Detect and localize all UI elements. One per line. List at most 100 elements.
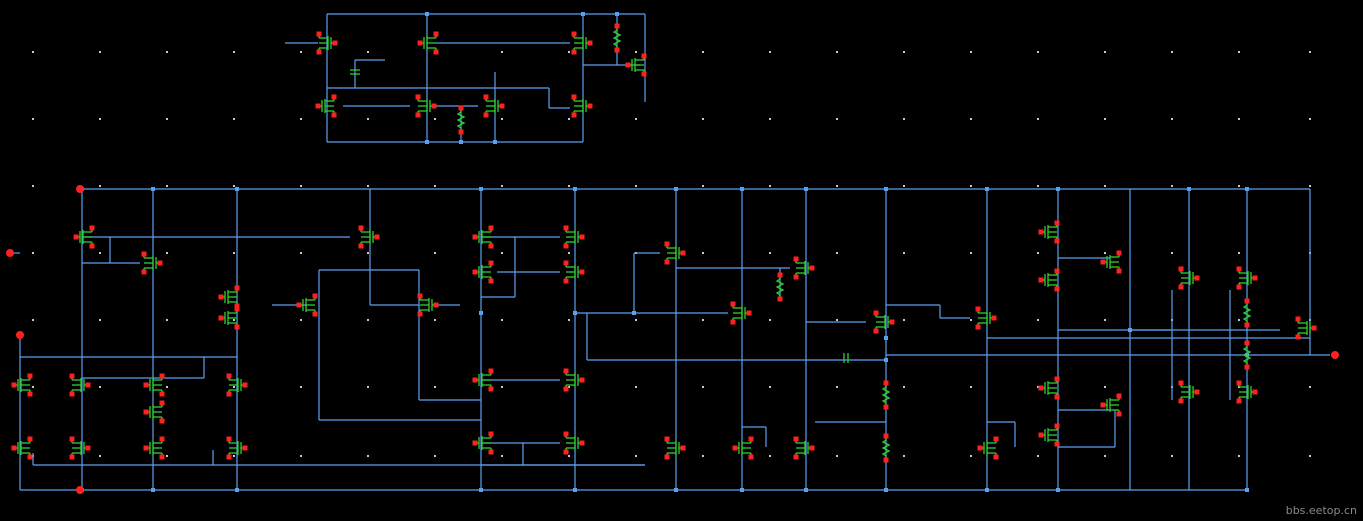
port-pin: [89, 225, 95, 231]
grid-dot: [1037, 455, 1039, 457]
port-pin: [579, 377, 585, 383]
junction-dot: [459, 140, 463, 144]
port-pin: [1194, 389, 1200, 395]
port-pin: [27, 436, 33, 442]
capacitor-symbol: [350, 69, 360, 75]
grid-dot: [1171, 252, 1173, 254]
port-pin: [993, 454, 999, 460]
grid-dot: [1309, 118, 1311, 120]
grid-dot: [434, 319, 436, 321]
port-pin: [746, 310, 752, 316]
grid-dot: [635, 185, 637, 187]
junction-dot: [479, 488, 483, 492]
port-pin: [234, 303, 240, 309]
port-pin: [641, 71, 647, 77]
port-pin: [458, 129, 464, 135]
port-pin: [563, 278, 569, 284]
port-pin: [312, 293, 318, 299]
port-pin: [809, 265, 815, 271]
port-pin: [748, 454, 754, 460]
port-pin: [680, 250, 686, 256]
grid-dot: [568, 51, 570, 53]
grid-dot: [769, 185, 771, 187]
port-pin: [458, 105, 464, 111]
wire-layer: [10, 12, 1330, 492]
junction-dot: [235, 488, 239, 492]
port-pin: [1100, 402, 1106, 408]
grid-dot: [1037, 185, 1039, 187]
grid-dot: [1104, 319, 1106, 321]
grid-dot: [300, 118, 302, 120]
port-pin: [315, 103, 321, 109]
port-pin: [488, 243, 494, 249]
port-pin: [312, 311, 318, 317]
port-pin: [1295, 316, 1301, 322]
port-pin: [27, 454, 33, 460]
port-pin: [218, 315, 224, 321]
port-pin: [1038, 229, 1044, 235]
grid-dot: [903, 51, 905, 53]
mosfet-symbol: [146, 439, 163, 457]
port-pin: [730, 301, 736, 307]
grid-dot: [367, 455, 369, 457]
port-pin: [571, 49, 577, 55]
port-pin: [732, 445, 738, 451]
port-pin: [483, 94, 489, 100]
port-pin: [226, 436, 232, 442]
port-pin: [488, 278, 494, 284]
junction-dot: [1245, 488, 1249, 492]
grid-dot: [568, 319, 570, 321]
grid-dot: [99, 118, 101, 120]
grid-dot: [166, 319, 168, 321]
mosfet-symbol: [666, 244, 683, 262]
junction-dot: [479, 311, 483, 315]
grid-dot: [367, 386, 369, 388]
grid-dot: [300, 51, 302, 53]
port-pin: [1178, 380, 1184, 386]
grid-dot: [970, 319, 972, 321]
port-pin: [1054, 238, 1060, 244]
junction-dot: [804, 187, 808, 191]
grid-dot: [568, 118, 570, 120]
junction-dot: [425, 140, 429, 144]
grid-dot: [836, 252, 838, 254]
junction-dot: [674, 488, 678, 492]
grid-dot: [300, 386, 302, 388]
mosfet-symbol: [795, 259, 812, 277]
port-pin: [563, 225, 569, 231]
port-pin: [571, 112, 577, 118]
grid-dot: [1037, 319, 1039, 321]
resistor-symbol: [612, 26, 622, 50]
port-pin: [417, 40, 423, 46]
junction-dot: [884, 358, 888, 362]
port-pin: [143, 382, 149, 388]
junction-dot: [884, 488, 888, 492]
junction-dot: [1056, 488, 1060, 492]
port-pin: [159, 373, 165, 379]
port-pin: [1038, 277, 1044, 283]
resistor-symbol: [456, 108, 466, 132]
grid-dot: [1171, 51, 1173, 53]
grid-dot: [702, 386, 704, 388]
port-pin: [1178, 398, 1184, 404]
grid-dot: [300, 319, 302, 321]
port-pin: [472, 234, 478, 240]
grid-dot: [836, 455, 838, 457]
grid-dot: [903, 185, 905, 187]
junction-dot: [573, 488, 577, 492]
port-pin: [587, 40, 593, 46]
port-pin: [614, 23, 620, 29]
grid-dot: [233, 455, 235, 457]
port-pin: [69, 373, 75, 379]
grid-dot: [836, 51, 838, 53]
mosfet-symbol: [573, 97, 590, 115]
resistor-symbol: [775, 275, 785, 299]
port-pin: [664, 259, 670, 265]
port-pin: [488, 225, 494, 231]
grid-dot: [501, 118, 503, 120]
grid-dot: [434, 118, 436, 120]
grid-dot: [367, 185, 369, 187]
port-pin: [563, 243, 569, 249]
grid-dot: [233, 51, 235, 53]
grid-dot: [32, 185, 34, 187]
